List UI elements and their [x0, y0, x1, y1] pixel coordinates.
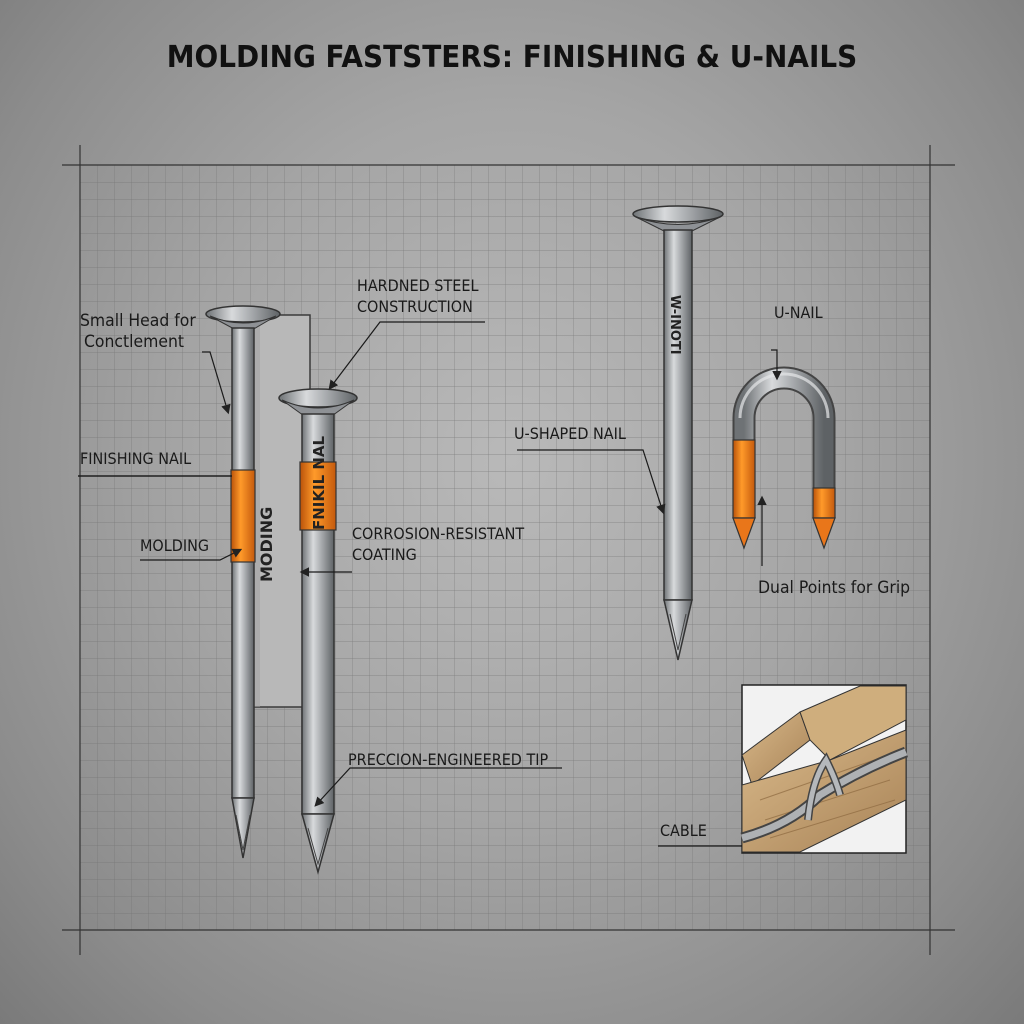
page-title: MOLDING FASTSTERS: FINISHING & U-NAILS [166, 40, 858, 75]
small-head-label-line2: Conctlement [84, 332, 185, 352]
u-nail-illustration [732, 366, 836, 550]
finishing-nail-label: FINISHING NAIL [80, 449, 192, 468]
small-head-label-line1: Small Head for [80, 311, 196, 331]
cable-inset [740, 684, 909, 854]
u-nail-label: U-NAIL [774, 303, 823, 322]
dual-points-label: Dual Points for Grip [758, 578, 911, 598]
w-inoti-shaft-text: W-INOTI [667, 295, 682, 355]
corrosion-resistant-label-line1: CORROSION-RESISTANT [352, 524, 525, 543]
cable-label: CABLE [660, 821, 707, 840]
molding-label: MOLDING [140, 536, 210, 555]
hardened-steel-label-line1: HARDNED STEEL [357, 276, 479, 295]
corrosion-resistant-label-line2: COATING [352, 545, 417, 564]
moding-shaft-text: MODING [257, 507, 276, 582]
finishing-nail-middle [278, 388, 358, 875]
fnikil-nal-shaft-text: FNIKIL NAL [310, 435, 328, 530]
u-shaped-nail-illustration [632, 205, 724, 661]
u-shaped-nail-label: U-SHAPED NAIL [514, 424, 626, 443]
precision-tip-label: PRECCION-ENGINEERED TIP [348, 750, 549, 769]
finishing-nail-left [205, 305, 281, 859]
leader-lines [78, 321, 782, 847]
hardened-steel-label-line2: CONSTRUCTION [357, 297, 473, 316]
